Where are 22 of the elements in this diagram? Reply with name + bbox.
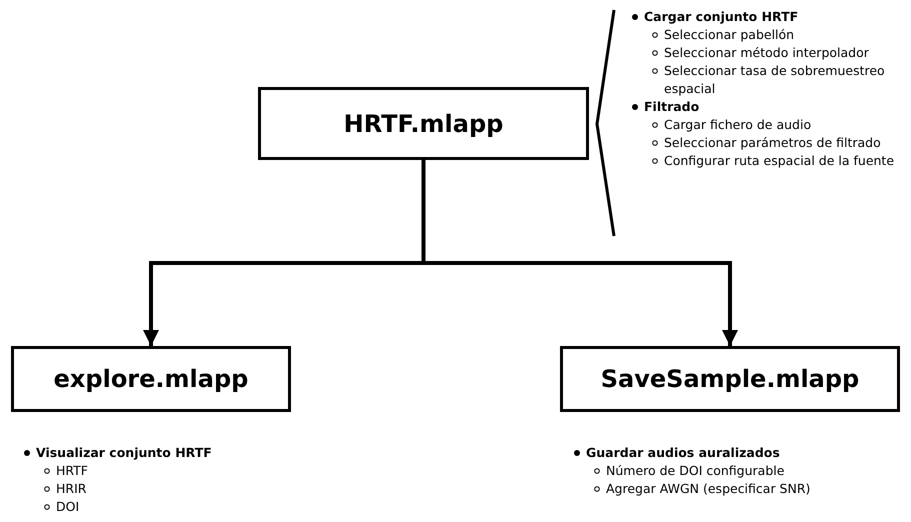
app-box bbox=[11, 346, 291, 412]
sub-item: HRIR bbox=[56, 480, 86, 498]
arrow bbox=[422, 160, 738, 346]
app-box bbox=[258, 87, 589, 160]
app-name: SaveSample.mlapp bbox=[600, 365, 860, 393]
sub-item: Seleccionar método interpolador bbox=[664, 44, 869, 62]
sub-item: Cargar fichero de audio bbox=[664, 116, 812, 134]
sub-item: Agregar AWGN (especificar SNR) bbox=[606, 480, 810, 498]
sub-item: Seleccionar pabellón bbox=[664, 26, 794, 44]
list-heading: Visualizar conjunto HRTF bbox=[36, 444, 212, 462]
sub-item: HRTF bbox=[56, 462, 88, 480]
list-heading: Guardar audios auralizados bbox=[586, 444, 780, 462]
app-name: HRTF.mlapp bbox=[344, 110, 504, 138]
app-box bbox=[560, 346, 900, 412]
list-heading: Filtrado bbox=[644, 98, 700, 116]
list-heading: Cargar conjunto HRTF bbox=[644, 8, 798, 26]
sub-item: Seleccionar tasa de sobremuestreo espacial bbox=[664, 62, 886, 98]
sub-item: DOI bbox=[56, 498, 80, 516]
sub-item: Seleccionar parámetros de filtrado bbox=[664, 134, 881, 152]
sub-item: Configurar ruta espacial de la fuente bbox=[664, 152, 894, 170]
app-name: explore.mlapp bbox=[54, 365, 248, 393]
sub-item: Número de DOI configurable bbox=[606, 462, 784, 480]
